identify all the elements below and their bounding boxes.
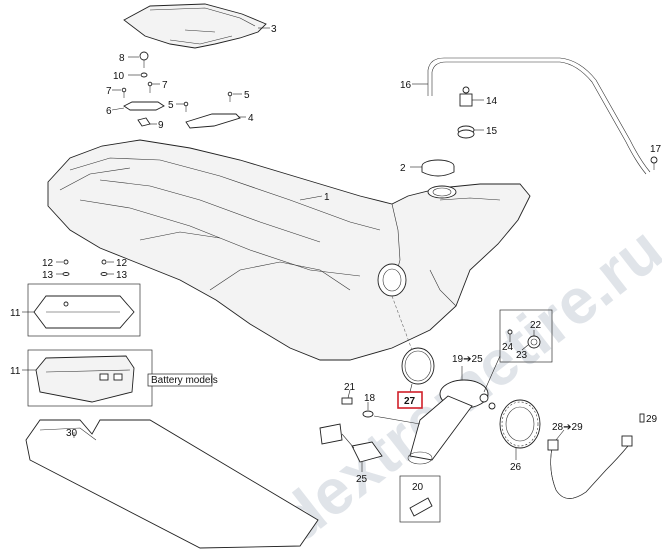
callout-10: 10: [113, 71, 125, 82]
callout-9: 9: [158, 120, 164, 131]
part-18-washer: [362, 410, 374, 418]
frame-part-11-tray: [27, 283, 141, 337]
part-16-vent-hose: [427, 57, 651, 175]
part-2-fuel-cap: [421, 159, 455, 177]
callout-6: 6: [106, 106, 112, 117]
callout-4: 4: [248, 113, 254, 124]
part-20-clamp: [409, 497, 433, 517]
part-22-23-24-detail: [507, 329, 541, 349]
part-27-gasket: [401, 347, 435, 385]
callout-7b: 7: [106, 86, 112, 97]
part-17-fitting: [650, 156, 658, 170]
part-14-valve: [459, 86, 473, 107]
callout-5a: 5: [168, 100, 174, 111]
callout-18: 18: [364, 393, 376, 404]
part-11-battery: [35, 355, 135, 403]
part-11-tray: [33, 295, 135, 329]
part-29-clip: [639, 413, 645, 423]
callout-15: 15: [486, 126, 498, 137]
part-8-screw: [139, 51, 149, 68]
callout-21: 21: [344, 382, 356, 393]
part-26-lock-ring: [499, 399, 541, 449]
callout-30: 30: [66, 428, 78, 439]
part-25-sender: [319, 423, 383, 463]
callout-27: 27: [404, 396, 416, 407]
callout-26: 26: [510, 462, 522, 473]
callout-12a: 12: [42, 258, 54, 269]
callout-19-25: 19➔25: [452, 354, 483, 365]
part-15-grommet: [457, 125, 475, 139]
part-3-seat-cover: [123, 3, 267, 49]
part-30-pad: [25, 419, 319, 549]
tank-filler-neck: [427, 185, 457, 199]
part-21-bolt: [341, 397, 353, 405]
part-28-29-fuel-line: [547, 435, 633, 499]
part-12-13-fasteners-right: [100, 259, 108, 276]
callout-28-29: 28➔29: [552, 422, 583, 433]
part-4-bracket: [185, 113, 241, 129]
part-27-highlight-box: [397, 391, 423, 409]
callout-2: 2: [400, 163, 406, 174]
callout-16: 16: [400, 80, 412, 91]
callout-11a: 11: [10, 308, 21, 319]
part-5-bolts: [183, 91, 233, 112]
battery-models-note-box: [147, 373, 213, 387]
callout-23: 23: [516, 350, 528, 361]
callout-13b: 13: [116, 270, 128, 281]
tank-pump-opening: [377, 263, 407, 297]
callout-25: 25: [356, 474, 368, 485]
callout-12b: 12: [116, 258, 128, 269]
callout-24: 24: [502, 342, 514, 353]
part-19-fuel-pump: [373, 379, 496, 465]
callout-7a: 7: [162, 80, 168, 91]
callout-3: 3: [271, 24, 277, 35]
callout-11b: 11: [10, 366, 21, 377]
callout-13a: 13: [42, 270, 54, 281]
callout-22: 22: [530, 320, 542, 331]
part-9-clip: [137, 117, 151, 127]
callout-29: 29: [646, 414, 658, 425]
callout-20: 20: [412, 482, 424, 493]
part-12-13-fasteners-left: [62, 259, 70, 276]
part-1-body-frame: [47, 139, 531, 361]
part-10-washer: [140, 72, 148, 78]
callout-1: 1: [324, 192, 330, 203]
callout-17: 17: [650, 144, 662, 155]
battery-models-note: Battery models: [151, 375, 218, 386]
part-7-bolts: [121, 81, 153, 98]
part-6-bracket: [123, 101, 165, 111]
callout-5b: 5: [244, 90, 250, 101]
callout-8: 8: [119, 53, 125, 64]
callout-14: 14: [486, 96, 498, 107]
frame-parts-22-24: [499, 309, 553, 363]
frame-part-20: [399, 475, 441, 523]
